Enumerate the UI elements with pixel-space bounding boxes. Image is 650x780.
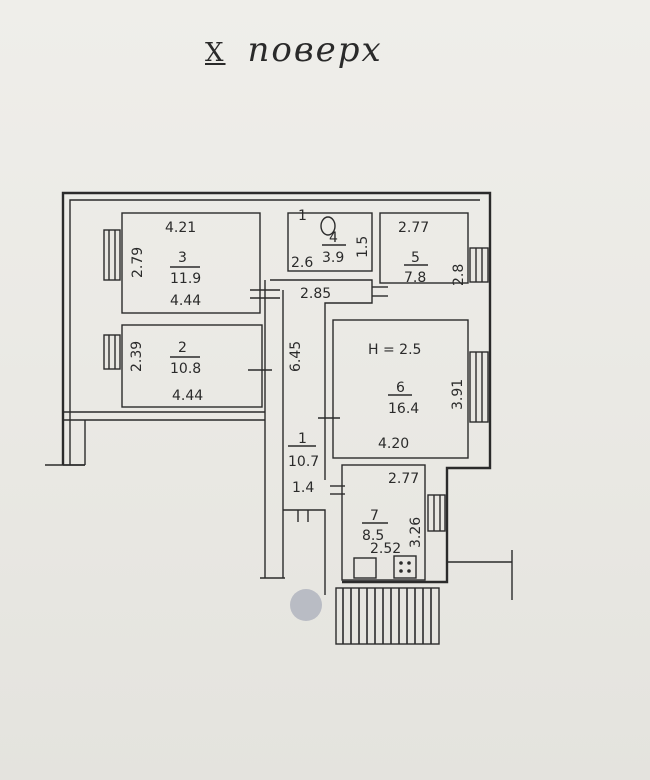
toilet-mark: 1: [298, 208, 307, 224]
hall-bottom-dimension: 1.4: [292, 480, 314, 496]
room-7-area: 8.5: [362, 528, 384, 544]
room-4-number: 4: [329, 230, 338, 246]
room-1-area: 10.7: [288, 454, 319, 470]
room7-top-dimension: 2.77: [388, 471, 419, 487]
staircase: [335, 587, 440, 645]
sink-dot: [407, 569, 411, 573]
room3-side-dimension: 2.79: [130, 247, 146, 278]
room4-side-dimension: 1.5: [355, 236, 371, 258]
room-6-number: 6: [396, 380, 405, 396]
room-5-outline: [379, 212, 469, 284]
room-5-number: 5: [411, 250, 420, 266]
entry-walls: [283, 509, 326, 595]
room7-side-dimension: 3.26: [408, 517, 424, 548]
room-2-outline: [121, 324, 263, 408]
room5-side-dimension: 2.8: [451, 264, 467, 286]
door-marks: [248, 286, 388, 522]
room4-width-dimension: 2.6: [291, 255, 313, 271]
sink-dot: [407, 561, 411, 565]
room-7-outline: [341, 464, 426, 581]
floor-label: поверх: [247, 30, 383, 70]
room-6-area: 16.4: [388, 401, 419, 417]
room-1-number: 1: [298, 431, 307, 447]
room-2-number: 2: [178, 340, 187, 356]
hall-length-dimension: 6.45: [288, 341, 304, 372]
room-3-area: 11.9: [170, 271, 201, 287]
room5-top-dimension: 2.77: [398, 220, 429, 236]
room-3-number: 3: [178, 250, 187, 266]
sink-icon: [393, 555, 417, 579]
room6-bottom-dimension: 4.20: [378, 436, 409, 452]
sink-dot: [399, 561, 403, 565]
room-4-outline: [287, 212, 373, 272]
room6-side-dimension: 3.91: [450, 379, 466, 410]
room2-bottom-dimension: 4.44: [172, 388, 203, 404]
windows: [103, 229, 489, 532]
room3-top-dimension: 4.21: [165, 220, 196, 236]
outer-walls: [45, 191, 513, 600]
floor-number: X: [205, 38, 226, 68]
hallway-walls: [270, 279, 373, 480]
hall-top-dimension: 2.85: [300, 286, 331, 302]
room7-inner-dimension: 2.52: [370, 541, 401, 557]
room-2-area: 10.8: [170, 361, 201, 377]
room-5-area: 7.8: [404, 270, 426, 286]
room-6-outline: [332, 319, 469, 459]
room-4-area: 3.9: [322, 250, 344, 266]
toilet-icon: [320, 216, 336, 236]
sink-dot: [399, 569, 403, 573]
room-3-outline: [121, 212, 261, 314]
stair-well: [290, 589, 322, 621]
room-7-number: 7: [370, 508, 379, 524]
ceiling-height: H = 2.5: [368, 342, 421, 358]
stove-icon: [353, 557, 377, 579]
room2-side-dimension: 2.39: [129, 341, 145, 372]
room3-bottom-dimension: 4.44: [170, 293, 201, 309]
